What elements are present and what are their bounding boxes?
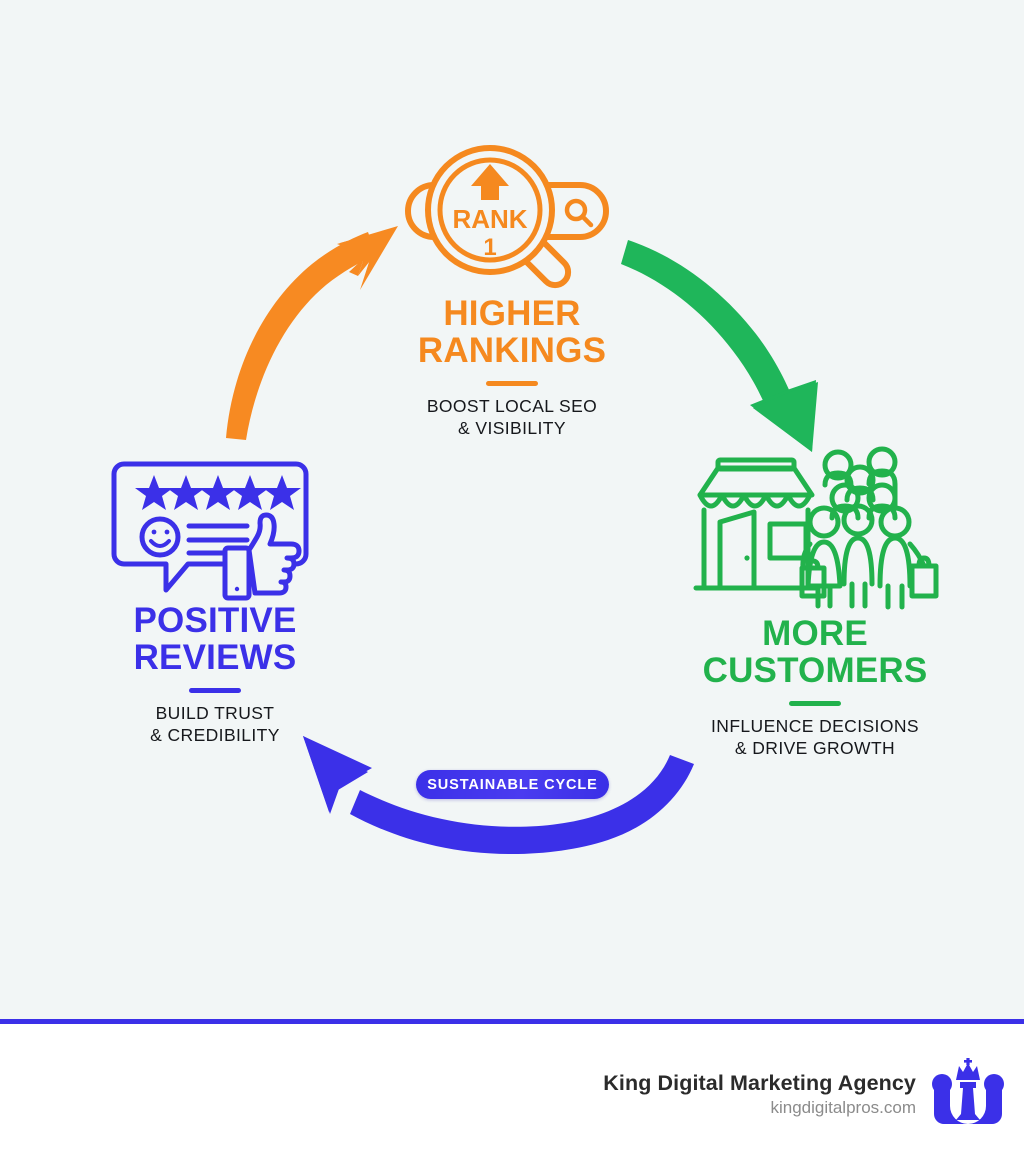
rank-number: 1 — [483, 234, 496, 261]
cycle-node-more-customers: MORE CUSTOMERS INFLUENCE DECISIONS & DRI… — [630, 440, 1000, 760]
node-title-line2: RANKINGS — [417, 331, 607, 371]
footer-divider — [0, 1019, 1024, 1024]
star-rating — [135, 475, 301, 510]
rank-label: RANK — [452, 204, 527, 234]
cycle-node-positive-reviews: POSITIVE REVIEWS BUILD TRUST & CREDIBILI… — [35, 452, 395, 747]
node-subtitle-higher-rankings: BOOST LOCAL SEO & VISIBILITY — [426, 395, 598, 438]
storefront-customers-icon — [693, 446, 939, 610]
cycle-arrows — [226, 226, 818, 855]
node-title-line1: POSITIVE — [133, 601, 297, 640]
footer-website[interactable]: kingdigitalpros.com — [770, 1097, 916, 1117]
arrow-reviews-to-rankings — [226, 226, 398, 440]
node-title-more-customers: MORE CUSTOMERS — [630, 615, 1000, 690]
arrow-customers-to-reviews — [303, 736, 694, 855]
node-subtitle-positive-reviews: BUILD TRUST & CREDIBILITY — [150, 702, 280, 745]
node-title-positive-reviews: POSITIVE REVIEWS — [35, 602, 395, 677]
node-title-line2: REVIEWS — [133, 638, 297, 678]
footer-company-name: King Digital Marketing Agency — [603, 1070, 916, 1095]
magnifier-rank-icon: RANK 1 — [405, 145, 609, 289]
cycle-node-higher-rankings: RANK 1 HIGHER RANKINGS BOOST LOCAL SEO &… — [332, 140, 692, 440]
node-title-higher-rankings: HIGHER RANKINGS — [332, 295, 692, 370]
sustainable-cycle-badge: SUSTAINABLE CYCLE — [416, 770, 609, 799]
review-stars-thumbsup-icon — [111, 461, 309, 601]
arrow-rankings-to-customers — [621, 240, 818, 452]
node-subtitle-more-customers: INFLUENCE DECISIONS & DRIVE GROWTH — [711, 715, 919, 758]
king-crown-logo — [932, 1058, 1004, 1124]
node-divider-blue — [189, 687, 241, 693]
node-divider-green — [789, 700, 841, 706]
node-divider-orange — [486, 380, 538, 386]
node-title-line2: CUSTOMERS — [702, 651, 928, 691]
node-title-line1: MORE — [762, 614, 868, 653]
node-title-line1: HIGHER — [443, 294, 581, 333]
footer-bar: King Digital Marketing Agency kingdigita… — [0, 1024, 1024, 1154]
